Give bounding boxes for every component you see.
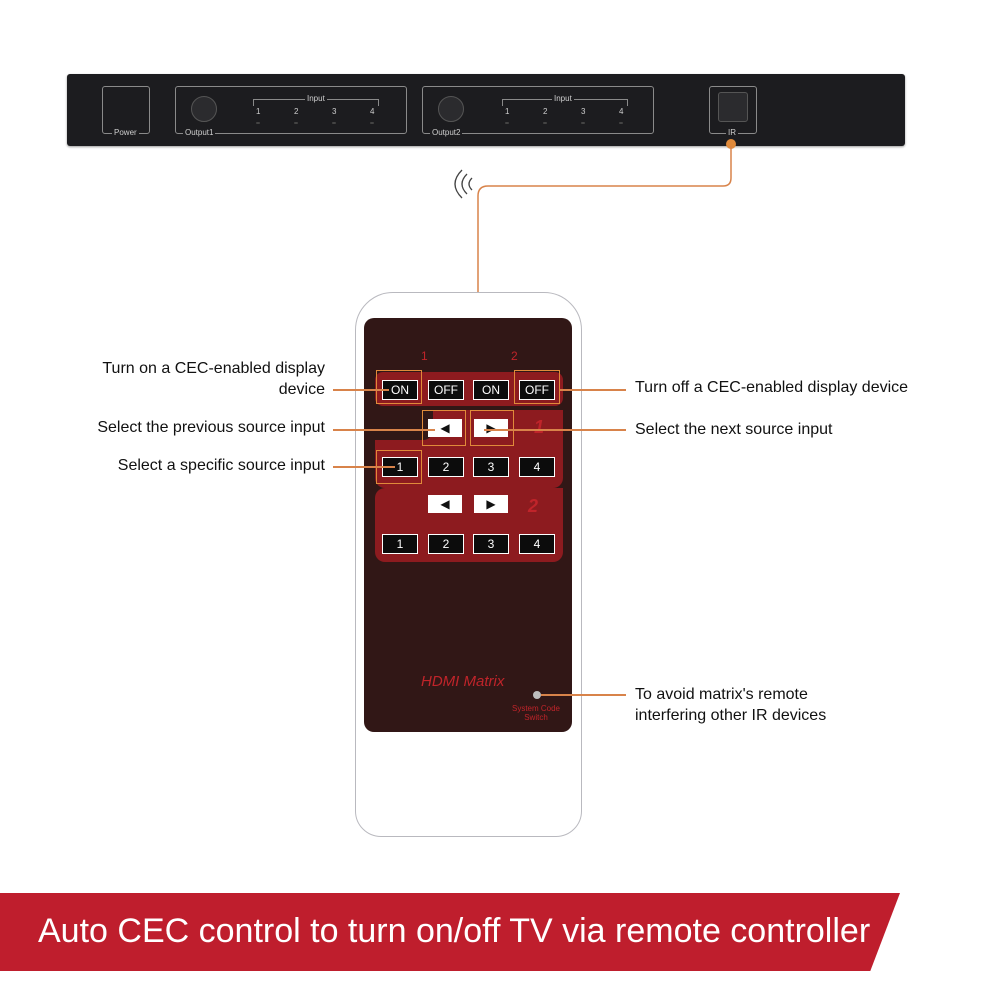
system-code-switch[interactable] [533, 691, 541, 699]
highlight-on [376, 370, 422, 404]
callout-line [333, 429, 435, 431]
section2-mark: 2 [528, 496, 539, 516]
section1-next-button[interactable]: ▶ [474, 419, 508, 437]
system-code-label: System Code Switch [511, 704, 561, 722]
wireless-signal-icon [454, 169, 473, 199]
remote-brand-label: HDMI Matrix [421, 673, 505, 690]
callout-line [333, 466, 395, 468]
section1-prev-button[interactable]: ◀ [428, 419, 462, 437]
output1-label: Output1 [183, 128, 216, 137]
input-led [332, 122, 336, 124]
zone1-label: 1 [421, 349, 428, 363]
input-num: 1 [256, 107, 261, 116]
ir-signal-line [454, 139, 736, 292]
section1-input-2-button[interactable]: 2 [428, 457, 464, 477]
section2-input-4-button[interactable]: 4 [519, 534, 555, 554]
callout-line [560, 389, 626, 391]
output2-group [422, 86, 654, 134]
section2-input-2-button[interactable]: 2 [428, 534, 464, 554]
input-num: 3 [581, 107, 586, 116]
callout-prev: Select the previous source input [97, 419, 325, 436]
input-led [294, 122, 298, 124]
output1-select-button[interactable] [191, 96, 217, 122]
zone2-on-button[interactable]: ON [473, 380, 509, 400]
ir-sensor [718, 92, 748, 122]
zone2-label: 2 [511, 349, 518, 363]
section1-input-3-button[interactable]: 3 [473, 457, 509, 477]
input-num: 4 [370, 107, 375, 116]
callout-specific: Select a specific source input [117, 457, 325, 474]
section2-input-3-button[interactable]: 3 [473, 534, 509, 554]
banner-text: Auto CEC control to turn on/off TV via r… [38, 912, 871, 950]
prev-arrow-icon: ◀ [440, 421, 450, 435]
hdmi-matrix-device: Power Output1 Input 1 2 3 4 Output2 Inpu… [67, 74, 905, 146]
section1-input-4-button[interactable]: 4 [519, 457, 555, 477]
input-led [370, 122, 374, 124]
remote-face: 1 2 ON OFF ON OFF ◀ ▶ 1 1 2 3 4 ◀ ▶ 2 1 … [364, 318, 572, 732]
power-label: Power [112, 128, 139, 137]
input-led [505, 122, 509, 124]
input-num: 2 [543, 107, 548, 116]
highlight-next [470, 410, 514, 446]
callout-avoid: To avoid matrix's remote interfering oth… [635, 686, 827, 724]
zone1-off-button[interactable]: OFF [428, 380, 464, 400]
input-num: 3 [332, 107, 337, 116]
input-num: 2 [294, 107, 299, 116]
callout-turn-on: Turn on a CEC-enabled display device [102, 360, 325, 398]
input-led [543, 122, 547, 124]
ir-label: IR [726, 128, 738, 137]
highlight-prev [422, 410, 466, 446]
output1-group [175, 86, 407, 134]
callout-turn-off: Turn off a CEC-enabled display device [635, 379, 909, 396]
output2-label: Output2 [430, 128, 463, 137]
callout-line [541, 694, 626, 696]
input-led [619, 122, 623, 124]
input-num: 4 [619, 107, 624, 116]
callout-line [484, 429, 626, 431]
section2-next-button[interactable]: ▶ [474, 495, 508, 513]
highlight-off [514, 370, 560, 404]
next-arrow-icon: ▶ [486, 497, 496, 511]
input-label: Input [552, 94, 574, 103]
bottom-banner [0, 893, 900, 971]
output2-select-button[interactable] [438, 96, 464, 122]
section2-input-1-button[interactable]: 1 [382, 534, 418, 554]
callout-line [333, 389, 389, 391]
next-arrow-icon: ▶ [486, 421, 496, 435]
input-led [256, 122, 260, 124]
prev-arrow-icon: ◀ [440, 497, 450, 511]
input-num: 1 [505, 107, 510, 116]
input-led [581, 122, 585, 124]
callout-next: Select the next source input [635, 421, 833, 438]
zone2-off-button[interactable]: OFF [519, 380, 555, 400]
section1-input-1-button[interactable]: 1 [382, 457, 418, 477]
section2-prev-button[interactable]: ◀ [428, 495, 462, 513]
section1-mark: 1 [534, 417, 545, 437]
input-label: Input [305, 94, 327, 103]
